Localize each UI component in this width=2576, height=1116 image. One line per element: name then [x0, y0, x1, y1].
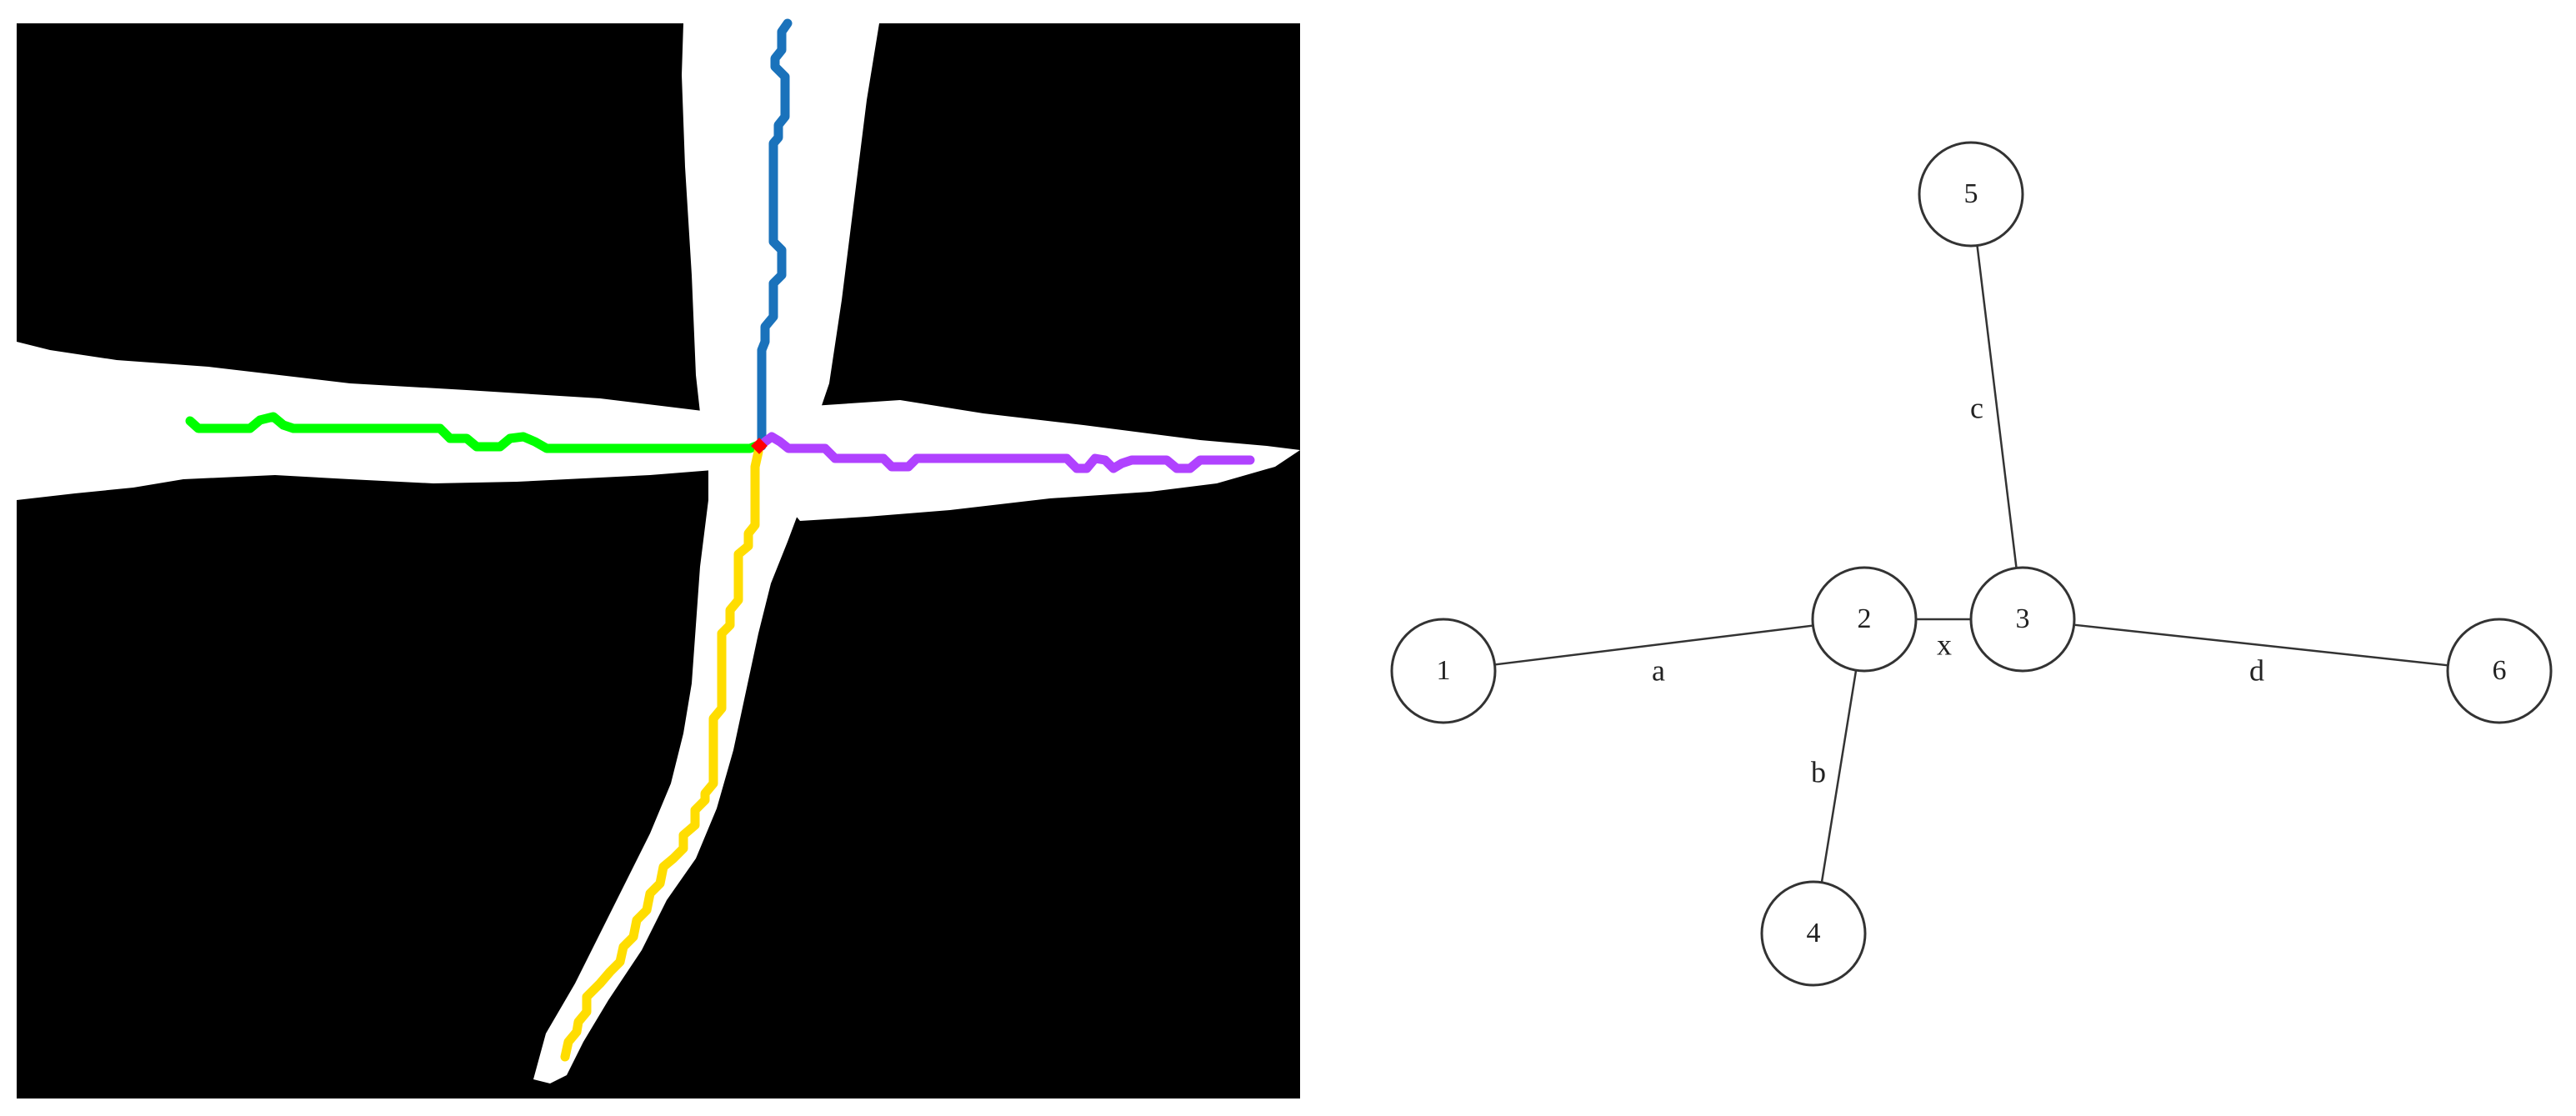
corridor-horizontal-left [17, 342, 754, 500]
graph-panel: a b c d x 1 2 3 4 5 6 [1390, 141, 2553, 987]
node-1: 1 [1390, 618, 1497, 724]
node-circle-2 [1811, 566, 1918, 673]
edge-label-c: c [1970, 391, 1983, 424]
branch-left [185, 412, 763, 453]
branch-right [760, 432, 1255, 473]
edge-label-x: x [1937, 628, 1952, 661]
edge-1-2 [1494, 624, 1813, 666]
branch-up [757, 18, 793, 451]
node-5: 5 [1918, 141, 2024, 248]
corridor-diagonal-down [533, 500, 800, 1083]
node-label-3: 3 [2016, 603, 2030, 634]
node-circle-5 [1918, 141, 2024, 248]
edge-2-4 [1820, 670, 1858, 883]
edge-3-5 [1976, 245, 2018, 568]
edge-label-d: d [2249, 653, 2264, 687]
branch-down [560, 447, 763, 1062]
node-2: 2 [1811, 566, 1918, 673]
node-3: 3 [1969, 566, 2076, 673]
skeleton-image-panel [17, 18, 1300, 1098]
node-circle-4 [1760, 880, 1867, 987]
node-6: 6 [2446, 618, 2553, 724]
node-circle-3 [1969, 566, 2076, 673]
edge-label-a: a [1652, 653, 1665, 687]
node-label-1: 1 [1437, 655, 1451, 686]
node-circle-1 [1390, 618, 1497, 724]
junction-point [751, 438, 768, 454]
edge-3-6 [2073, 623, 2448, 667]
node-label-2: 2 [1858, 603, 1872, 634]
node-label-5: 5 [1964, 178, 1978, 209]
edge-label-b: b [1811, 755, 1826, 788]
node-label-4: 4 [1807, 918, 1821, 948]
node-label-6: 6 [2493, 655, 2507, 686]
image-background [17, 23, 1300, 1098]
node-circle-6 [2446, 618, 2553, 724]
node-4: 4 [1760, 880, 1867, 987]
